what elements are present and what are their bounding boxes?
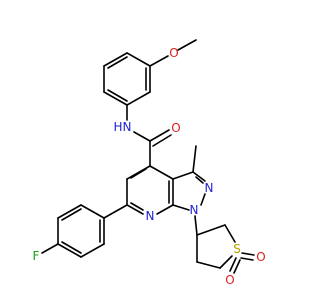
bond-methoxy-o-to-ch3 — [177, 39, 197, 51]
molecule-structure-diagram: O N H O N N N F S O O — [33, 39, 266, 287]
bond-n1-to-sulfolane — [194, 215, 198, 236]
pyridine-ring — [126, 165, 174, 215]
sulfone-oxygen-2-label: O — [225, 273, 234, 287]
bond-carbonyl-c-to-o-2 — [152, 134, 172, 147]
bond-s-to-o1-a — [241, 252, 255, 256]
bond-s-to-o2-b — [233, 259, 241, 274]
methoxy-oxygen-label: O — [169, 46, 178, 60]
sulfone-oxygen-1-label: O — [256, 250, 265, 264]
bond-s-to-o2-a — [229, 257, 237, 272]
bond-carbonyl-c-to-o-1 — [149, 129, 170, 142]
bond-c3-to-methyl — [192, 145, 197, 173]
pyrazole-n1-label: N — [190, 203, 199, 217]
pyridine-nitrogen-label: N — [146, 209, 155, 223]
fluorophenyl-ring — [57, 204, 105, 258]
amide-hydrogen-label: H — [113, 120, 122, 134]
pyrazole-n2-label: N — [205, 181, 214, 195]
amide-nitrogen-label: N — [123, 120, 132, 134]
carbonyl-oxygen-label: O — [171, 121, 180, 135]
bond-s-to-o1-b — [240, 257, 254, 261]
sulfur-label: S — [233, 242, 241, 256]
pyrazole-ring — [172, 171, 206, 211]
bond-nh-to-carbonyl-c — [133, 131, 151, 142]
bond-c6-to-fluorophenyl — [103, 204, 128, 219]
fluorine-label: F — [33, 249, 40, 263]
sulfolane-ring — [196, 224, 236, 269]
methoxyphenyl-ring — [103, 52, 151, 106]
bond-ring-to-fluorine — [41, 243, 59, 254]
bond-ring-to-methoxy-o — [149, 55, 169, 67]
